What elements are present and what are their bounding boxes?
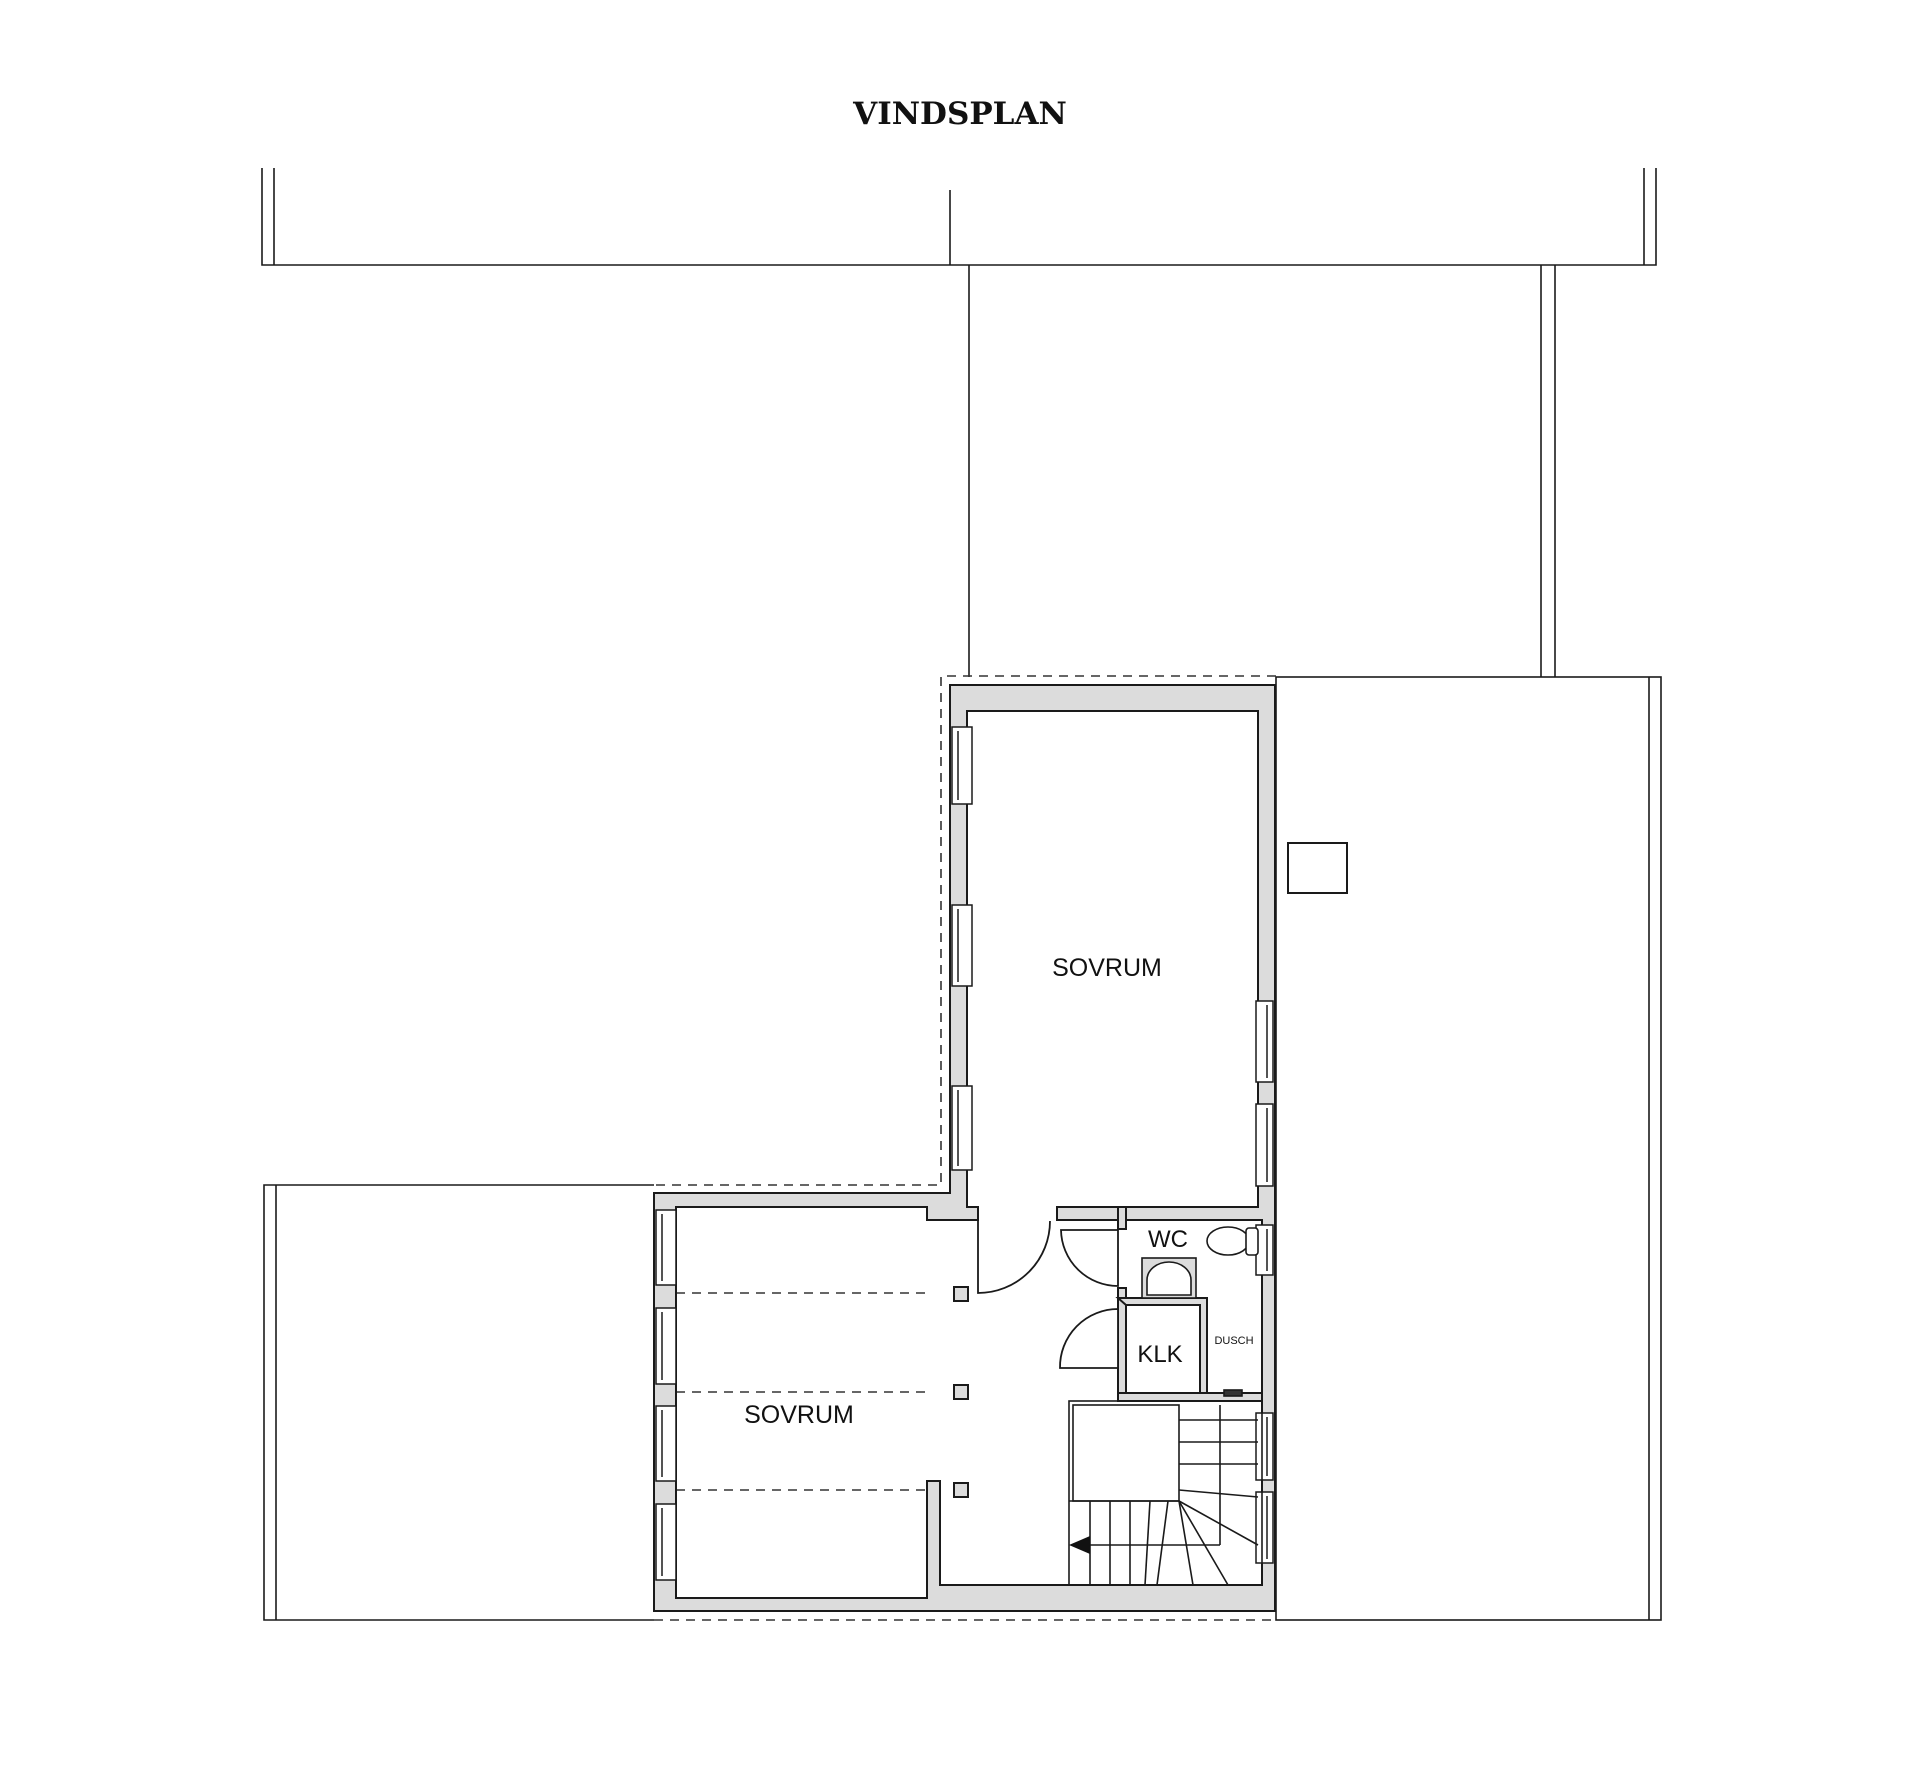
room-label-shower: DUSCH xyxy=(1214,1335,1253,1347)
stair-arrow-icon xyxy=(1069,1536,1090,1554)
columns xyxy=(953,1286,969,1498)
doors xyxy=(977,1220,1119,1369)
chimney xyxy=(1287,842,1348,894)
staircase xyxy=(1068,1400,1263,1586)
room-label-upper-bedroom: SOVRUM xyxy=(1052,954,1162,982)
room-label-lower-bedroom: SOVRUM xyxy=(744,1401,854,1429)
shower-tap-icon xyxy=(1223,1389,1243,1397)
dashed-outline xyxy=(654,675,1276,1621)
windows xyxy=(655,726,1274,1581)
plan-title: VINDSPLAN xyxy=(853,96,1067,132)
room-label-closet: KLK xyxy=(1137,1341,1182,1368)
toilet-icon xyxy=(1206,1226,1250,1256)
fixtures xyxy=(1141,1226,1259,1397)
room-label-wc: WC xyxy=(1148,1226,1188,1253)
